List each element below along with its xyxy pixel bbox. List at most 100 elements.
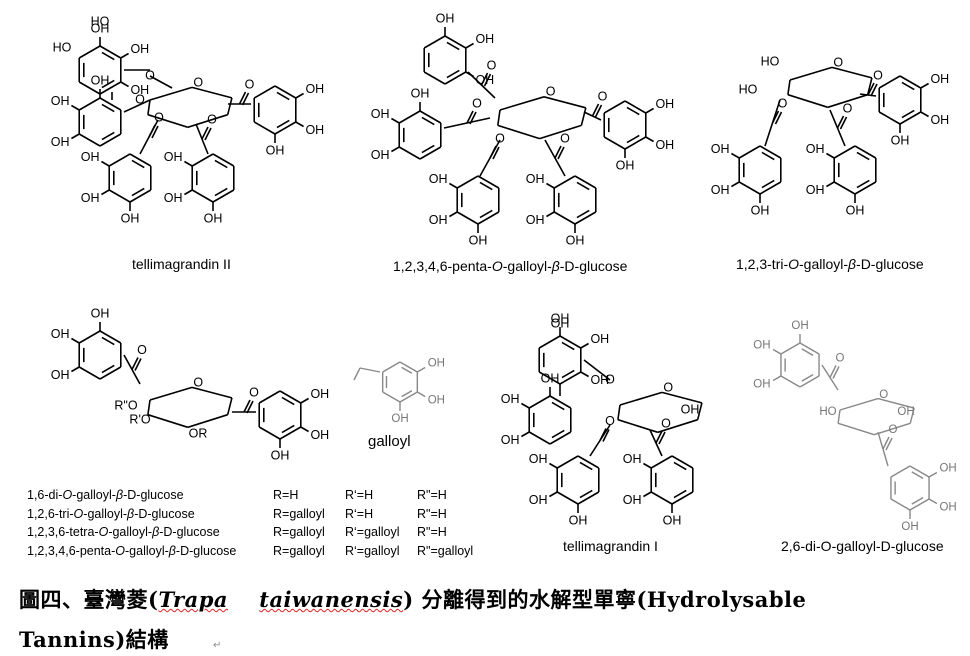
svg-text:OH: OH [753,379,770,391]
svg-text:OH: OH [939,502,956,514]
svg-text:OR: OR [189,426,208,440]
svg-text:OH: OH [164,191,183,205]
svg-text:O: O [879,389,888,401]
r1-value: R‘=galloyl [345,543,400,558]
svg-text:O: O [249,385,259,399]
svg-text:O: O [207,112,217,126]
svg-text:OH: OH [569,513,588,527]
r-value: R=galloyl [273,525,325,539]
svg-text:OH: OH [791,320,808,332]
svg-text:O: O [663,380,673,394]
svg-text:O: O [154,110,164,124]
svg-text:OH: OH [310,387,329,401]
r-value: R=galloyl [273,543,325,558]
label-tellimagrandin-1: tellimagrandin I [563,538,658,554]
svg-text:O: O [135,92,145,106]
svg-text:OH: OH [711,142,730,156]
label-tri-galloyl-glucose: 1,2,3-tri-O-galloyl-β-D-glucose [736,256,924,272]
label-digalloyl-glucose: 2,6-di-O-galloyl-D-glucose [781,538,944,554]
svg-text:OH: OH [711,183,730,197]
svg-text:OH: OH [371,148,390,162]
svg-text:R"O: R"O [114,398,137,412]
svg-text:OH: OH [939,463,956,475]
svg-text:OH: OH [663,513,682,527]
svg-text:OH: OH [897,406,914,418]
svg-text:OH: OH [428,358,445,370]
substituent-table: 1,6-di-O-galloyl-β-D-glucose R=H R‘=H R"… [27,486,497,560]
svg-text:OH: OH [529,493,548,507]
r-value: R=H [273,488,299,502]
svg-text:OH: OH [81,191,100,205]
svg-text:OH: OH [846,203,865,217]
svg-text:OH: OH [310,428,329,442]
svg-text:OH: OH [81,150,100,164]
genus-name: Trapa [158,587,228,612]
svg-text:OH: OH [930,72,949,86]
r1-value: R‘=H [345,506,374,521]
svg-text:OH: OH [655,97,674,111]
svg-text:OH: OH [501,392,520,406]
svg-text:OH: OH [806,142,825,156]
svg-text:OH: OH [475,32,494,46]
svg-text:OH: OH [566,233,585,247]
svg-text:OH: OH [753,340,770,352]
svg-text:OH: OH [266,143,285,157]
svg-text:OH: OH [121,211,140,225]
r2-value: R"=H [417,525,447,539]
svg-text:OH: OH [429,213,448,227]
svg-text:OH: OH [616,158,635,172]
svg-text:OH: OH [164,150,183,164]
r2-value: R"=galloyl [417,543,474,558]
svg-text:OH: OH [51,327,70,341]
svg-text:OH: OH [429,172,448,186]
svg-text:HO: HO [53,40,72,54]
svg-text:OH: OH [130,83,149,97]
label-penta-galloyl-glucose: 1,2,3,4,6-penta-O-galloyl-β-D-glucose [393,258,628,274]
svg-text:OH: OH [51,135,70,149]
svg-text:OH: OH [436,11,455,25]
svg-text:OH: OH [130,42,149,56]
svg-text:O: O [873,68,883,82]
svg-text:OH: OH [51,94,70,108]
svg-text:OH: OH [91,306,110,320]
svg-text:OH: OH [204,211,223,225]
svg-text:OH: OH [91,21,110,35]
table-row: 1,2,3,4,6-penta-O-galloyl-β-D-glucose R=… [27,542,497,561]
svg-text:OH: OH [930,113,949,127]
svg-text:O: O [137,343,147,357]
svg-text:OH: OH [751,203,770,217]
svg-text:OH: OH [91,73,110,87]
svg-text:O: O [560,131,570,145]
svg-text:OH: OH [541,371,560,385]
svg-text:OH: OH [526,213,545,227]
svg-text:OH: OH [551,316,570,330]
svg-text:OH: OH [551,311,570,325]
svg-text:HO: HO [819,406,836,418]
svg-text:OH: OH [411,86,430,100]
svg-text:OH: OH [428,395,445,407]
svg-text:OH: OH [271,448,290,462]
svg-text:O: O [193,75,203,89]
figure-caption-line2: Tannins)結構 [19,627,169,652]
svg-text:OH: OH [529,452,548,466]
species-name: taiwanensis [259,587,404,612]
svg-text:OH: OH [623,493,642,507]
svg-text:OH: OH [590,332,609,346]
label-galloyl: galloyl [368,433,411,450]
svg-text:HO: HO [761,54,780,68]
svg-text:OH: OH [51,368,70,382]
r1-value: R‘=galloyl [345,525,400,539]
figure-caption: 圖四、臺灣菱(Trapa taiwanensis) 分離得到的水解型單寧(Hyd… [19,587,807,612]
svg-text:O: O [605,414,615,428]
svg-text:OH: OH [526,172,545,186]
svg-text:OH: OH [623,452,642,466]
svg-text:OH: OH [371,107,390,121]
svg-text:O: O [843,101,853,115]
svg-text:O: O [661,416,671,430]
